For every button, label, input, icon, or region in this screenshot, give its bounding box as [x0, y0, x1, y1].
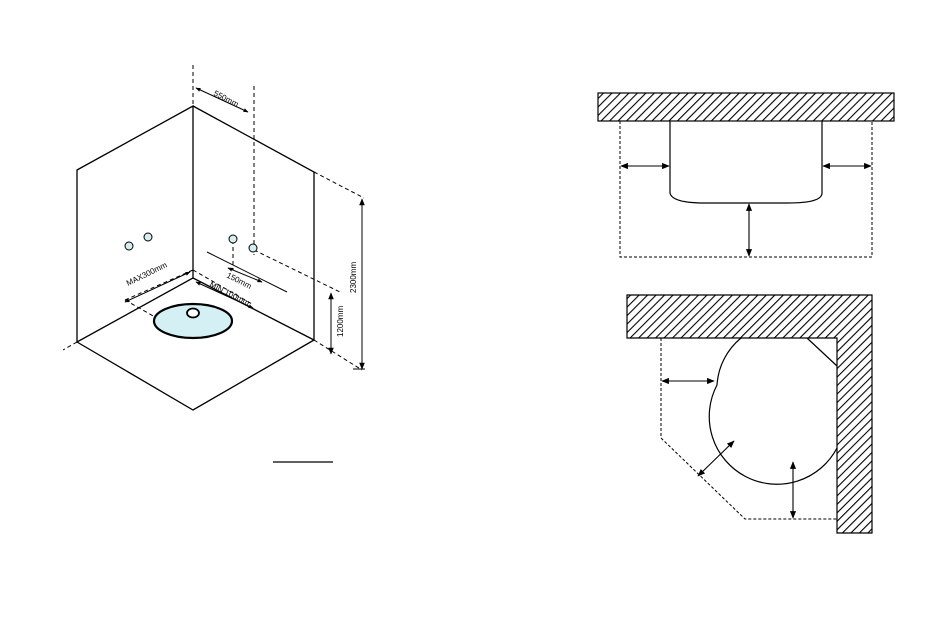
valve-left-2 [144, 233, 152, 241]
rectangular-plan-view [598, 93, 894, 257]
valves [125, 233, 257, 252]
shower-walls [77, 106, 314, 410]
corner-clearance-arrows [662, 381, 793, 518]
drain-icon [187, 309, 199, 318]
label-1200mm: 1200mm [336, 306, 345, 337]
corner-walls-hatched [627, 295, 872, 533]
shower-basin [154, 304, 232, 338]
clearance-zone [620, 121, 872, 257]
back-wall-hatched [598, 93, 894, 121]
quadrant-tray-outline [709, 338, 837, 484]
corner-clearance-zone [661, 338, 837, 519]
valve-right-1 [229, 235, 237, 243]
valve-left-1 [125, 242, 133, 250]
label-2300mm: 2300mm [349, 262, 358, 293]
valve-right-2 [249, 244, 257, 252]
label-550mm: 550mm [212, 89, 240, 109]
tray-corner-edge [807, 338, 837, 366]
label-max300mm: MAX300mm [125, 260, 169, 288]
clearance-arrows [621, 166, 871, 256]
floor-outline [77, 340, 314, 410]
tray-outline [670, 121, 822, 203]
corner-plan-view [627, 295, 872, 533]
isometric-shower-view: 550mm MAX300mm 150mm MIN 100mm 2300mm 12… [63, 65, 365, 462]
